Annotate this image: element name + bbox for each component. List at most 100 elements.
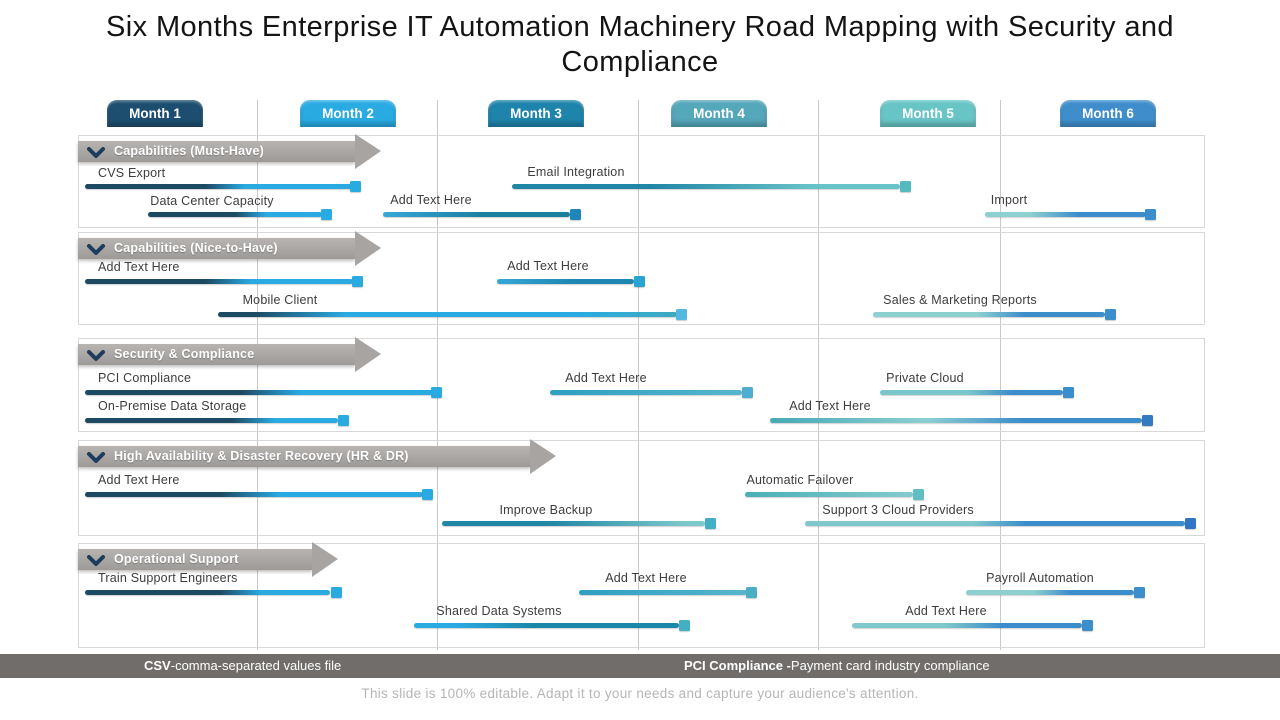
section-header-arrow: Security & Compliance: [78, 337, 381, 372]
task-milestone-marker: [1134, 587, 1145, 598]
footer-csv-term: CSV: [144, 658, 171, 673]
section-header-arrow: Capabilities (Must-Have): [78, 134, 381, 169]
task-milestone-marker: [1142, 415, 1153, 426]
task-milestone-marker: [431, 387, 442, 398]
month-gridline: [818, 100, 819, 650]
footer-csv-text: -comma-separated values file: [170, 658, 342, 673]
section-header-arrow: Capabilities (Nice-to-Have): [78, 231, 381, 266]
task-bar: [770, 418, 1142, 423]
task-label: Add Text Here: [905, 604, 987, 618]
task-bar: [579, 590, 747, 595]
footer-definitions-bar: CSV-comma-separated values file PCI Comp…: [0, 654, 1280, 678]
task-label: Data Center Capacity: [150, 194, 274, 208]
task-label: Import: [990, 193, 1028, 207]
task-bar: [880, 390, 1063, 395]
month-tab-3[interactable]: Month 3: [488, 100, 584, 127]
month-tab-6[interactable]: Month 6: [1060, 100, 1156, 127]
month-gridline: [1000, 100, 1001, 650]
task-milestone-marker: [321, 209, 332, 220]
month-tab-5[interactable]: Month 5: [880, 100, 976, 127]
task-label: Support 3 Cloud Providers: [822, 503, 974, 517]
task-bar: [497, 279, 634, 284]
task-bar: [85, 279, 353, 284]
section-box: [78, 440, 1205, 536]
task-bar: [85, 390, 433, 395]
task-label: Private Cloud: [886, 371, 964, 385]
task-bar: [85, 184, 352, 189]
task-bar: [852, 623, 1082, 628]
editable-note: This slide is 100% editable. Adapt it to…: [361, 686, 919, 701]
task-bar: [383, 212, 570, 217]
slide-title: Six Months Enterprise IT Automation Mach…: [106, 11, 1174, 79]
section-title: Capabilities (Must-Have): [114, 144, 264, 158]
task-bar: [85, 418, 338, 423]
section-title: Security & Compliance: [114, 347, 255, 361]
task-bar: [805, 521, 1185, 526]
task-label: Email Integration: [527, 165, 625, 179]
task-milestone-marker: [634, 276, 645, 287]
footer-csv-definition: CSV-comma-separated values file: [144, 654, 341, 678]
month-gridline: [437, 100, 438, 650]
month-tab-1[interactable]: Month 1: [107, 100, 203, 127]
task-bar: [745, 492, 913, 497]
footer-pci-definition: PCI Compliance -Payment card industry co…: [684, 654, 990, 678]
chevron-down-icon[interactable]: [87, 243, 105, 255]
task-label: Train Support Engineers: [98, 571, 238, 585]
task-milestone-marker: [679, 620, 690, 631]
task-label: Improve Backup: [499, 503, 593, 517]
chevron-down-icon[interactable]: [87, 554, 105, 566]
task-bar: [512, 184, 900, 189]
section-box: [78, 135, 1205, 228]
task-milestone-marker: [1063, 387, 1074, 398]
section-box: [78, 232, 1205, 325]
task-bar: [148, 212, 322, 217]
task-bar: [442, 521, 705, 526]
task-bar: [873, 312, 1105, 317]
task-milestone-marker: [742, 387, 753, 398]
task-label: Add Text Here: [98, 473, 180, 487]
task-label: Add Text Here: [98, 260, 180, 274]
task-bar: [414, 623, 679, 628]
task-label: PCI Compliance: [98, 371, 192, 385]
chevron-down-icon[interactable]: [87, 451, 105, 463]
task-milestone-marker: [331, 587, 342, 598]
task-milestone-marker: [1145, 209, 1156, 220]
task-bar: [985, 212, 1146, 217]
month-gridline: [257, 100, 258, 650]
section-title: Capabilities (Nice-to-Have): [114, 241, 278, 255]
task-label: Add Text Here: [789, 399, 871, 413]
task-label: Add Text Here: [605, 571, 687, 585]
month-gridline: [638, 100, 639, 650]
task-label: Add Text Here: [565, 371, 647, 385]
task-bar: [966, 590, 1134, 595]
task-label: Payroll Automation: [986, 571, 1094, 585]
task-milestone-marker: [746, 587, 757, 598]
task-milestone-marker: [1185, 518, 1196, 529]
task-milestone-marker: [1105, 309, 1116, 320]
task-label: Sales & Marketing Reports: [883, 293, 1037, 307]
task-label: Add Text Here: [390, 193, 472, 207]
task-label: Automatic Failover: [746, 473, 854, 487]
chevron-down-icon[interactable]: [87, 146, 105, 158]
task-bar: [550, 390, 742, 395]
task-milestone-marker: [338, 415, 349, 426]
task-label: CVS Export: [98, 166, 166, 180]
task-milestone-marker: [422, 489, 433, 500]
task-milestone-marker: [350, 181, 361, 192]
chevron-down-icon[interactable]: [87, 349, 105, 361]
task-milestone-marker: [1082, 620, 1093, 631]
month-tab-2[interactable]: Month 2: [300, 100, 396, 127]
month-tab-4[interactable]: Month 4: [671, 100, 767, 127]
footer-pci-text: Payment card industry compliance: [790, 658, 990, 673]
section-header-arrow: High Availability & Disaster Recovery (H…: [78, 439, 556, 474]
section-header-arrow: Operational Support: [78, 542, 338, 577]
task-bar: [85, 492, 423, 497]
task-milestone-marker: [570, 209, 581, 220]
section-title: Operational Support: [114, 552, 239, 566]
section-title: High Availability & Disaster Recovery (H…: [114, 449, 409, 463]
task-milestone-marker: [676, 309, 687, 320]
task-label: Shared Data Systems: [436, 604, 562, 618]
task-milestone-marker: [913, 489, 924, 500]
task-label: Add Text Here: [507, 259, 589, 273]
